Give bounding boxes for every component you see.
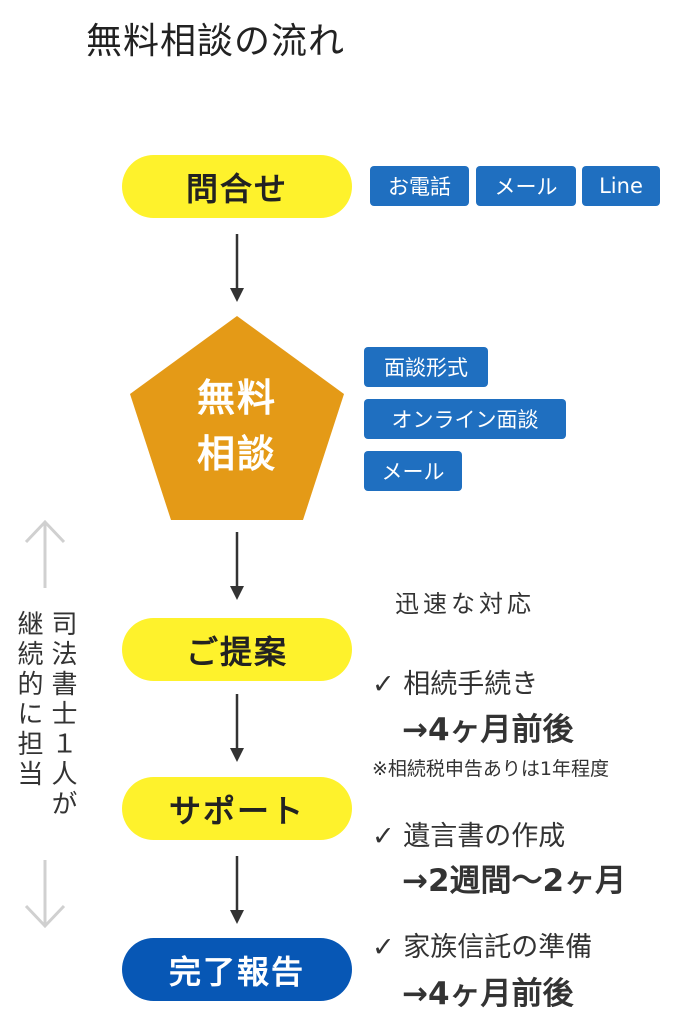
tag-phone: お電話: [370, 166, 469, 206]
up-arrow-icon: [24, 519, 66, 588]
side-text-line1: 司法書士１人が: [47, 610, 77, 820]
flow-arrow-3: [230, 694, 244, 762]
task-inheritance: ✓ 相続手続き: [372, 669, 539, 700]
task-will: ✓ 遺言書の作成: [372, 821, 566, 852]
step-proposal-label: ご提案: [185, 632, 288, 671]
step-report-label: 完了報告: [168, 952, 305, 991]
tag-consult-mail: メール: [364, 451, 462, 491]
side-text-line2: 継続的に担当: [13, 610, 43, 790]
step-proposal: ご提案: [122, 618, 352, 681]
step-inquiry: 問合せ: [122, 155, 352, 218]
step-report: 完了報告: [122, 938, 352, 1001]
speed-label: 迅速な対応: [395, 590, 535, 618]
down-arrow-icon: [24, 860, 66, 929]
task-inheritance-note: ※相続税申告ありは1年程度: [372, 758, 610, 780]
task-inheritance-duration: →4ヶ月前後: [402, 712, 574, 748]
task-will-duration: →2週間〜2ヶ月: [402, 863, 627, 899]
step-consult-label: 無料 相談: [128, 370, 346, 482]
step-support-label: サポート: [168, 791, 305, 830]
flow-arrow-1: [230, 234, 244, 302]
step-consult-line1: 無料: [196, 376, 277, 420]
tag-online: オンライン面談: [364, 399, 566, 439]
task-trust-duration: →4ヶ月前後: [402, 976, 574, 1012]
page-title: 無料相談の流れ: [86, 21, 346, 62]
step-consult-line2: 相談: [196, 432, 277, 476]
step-consult-pentagon: [130, 316, 344, 520]
flow-arrow-4: [230, 856, 244, 924]
step-inquiry-label: 問合せ: [185, 169, 288, 208]
tag-line: Line: [582, 166, 660, 206]
tag-mail: メール: [476, 166, 576, 206]
task-trust: ✓ 家族信託の準備: [372, 932, 593, 963]
flow-arrow-2: [230, 532, 244, 600]
tag-in-person: 面談形式: [364, 347, 488, 387]
step-support: サポート: [122, 777, 352, 840]
